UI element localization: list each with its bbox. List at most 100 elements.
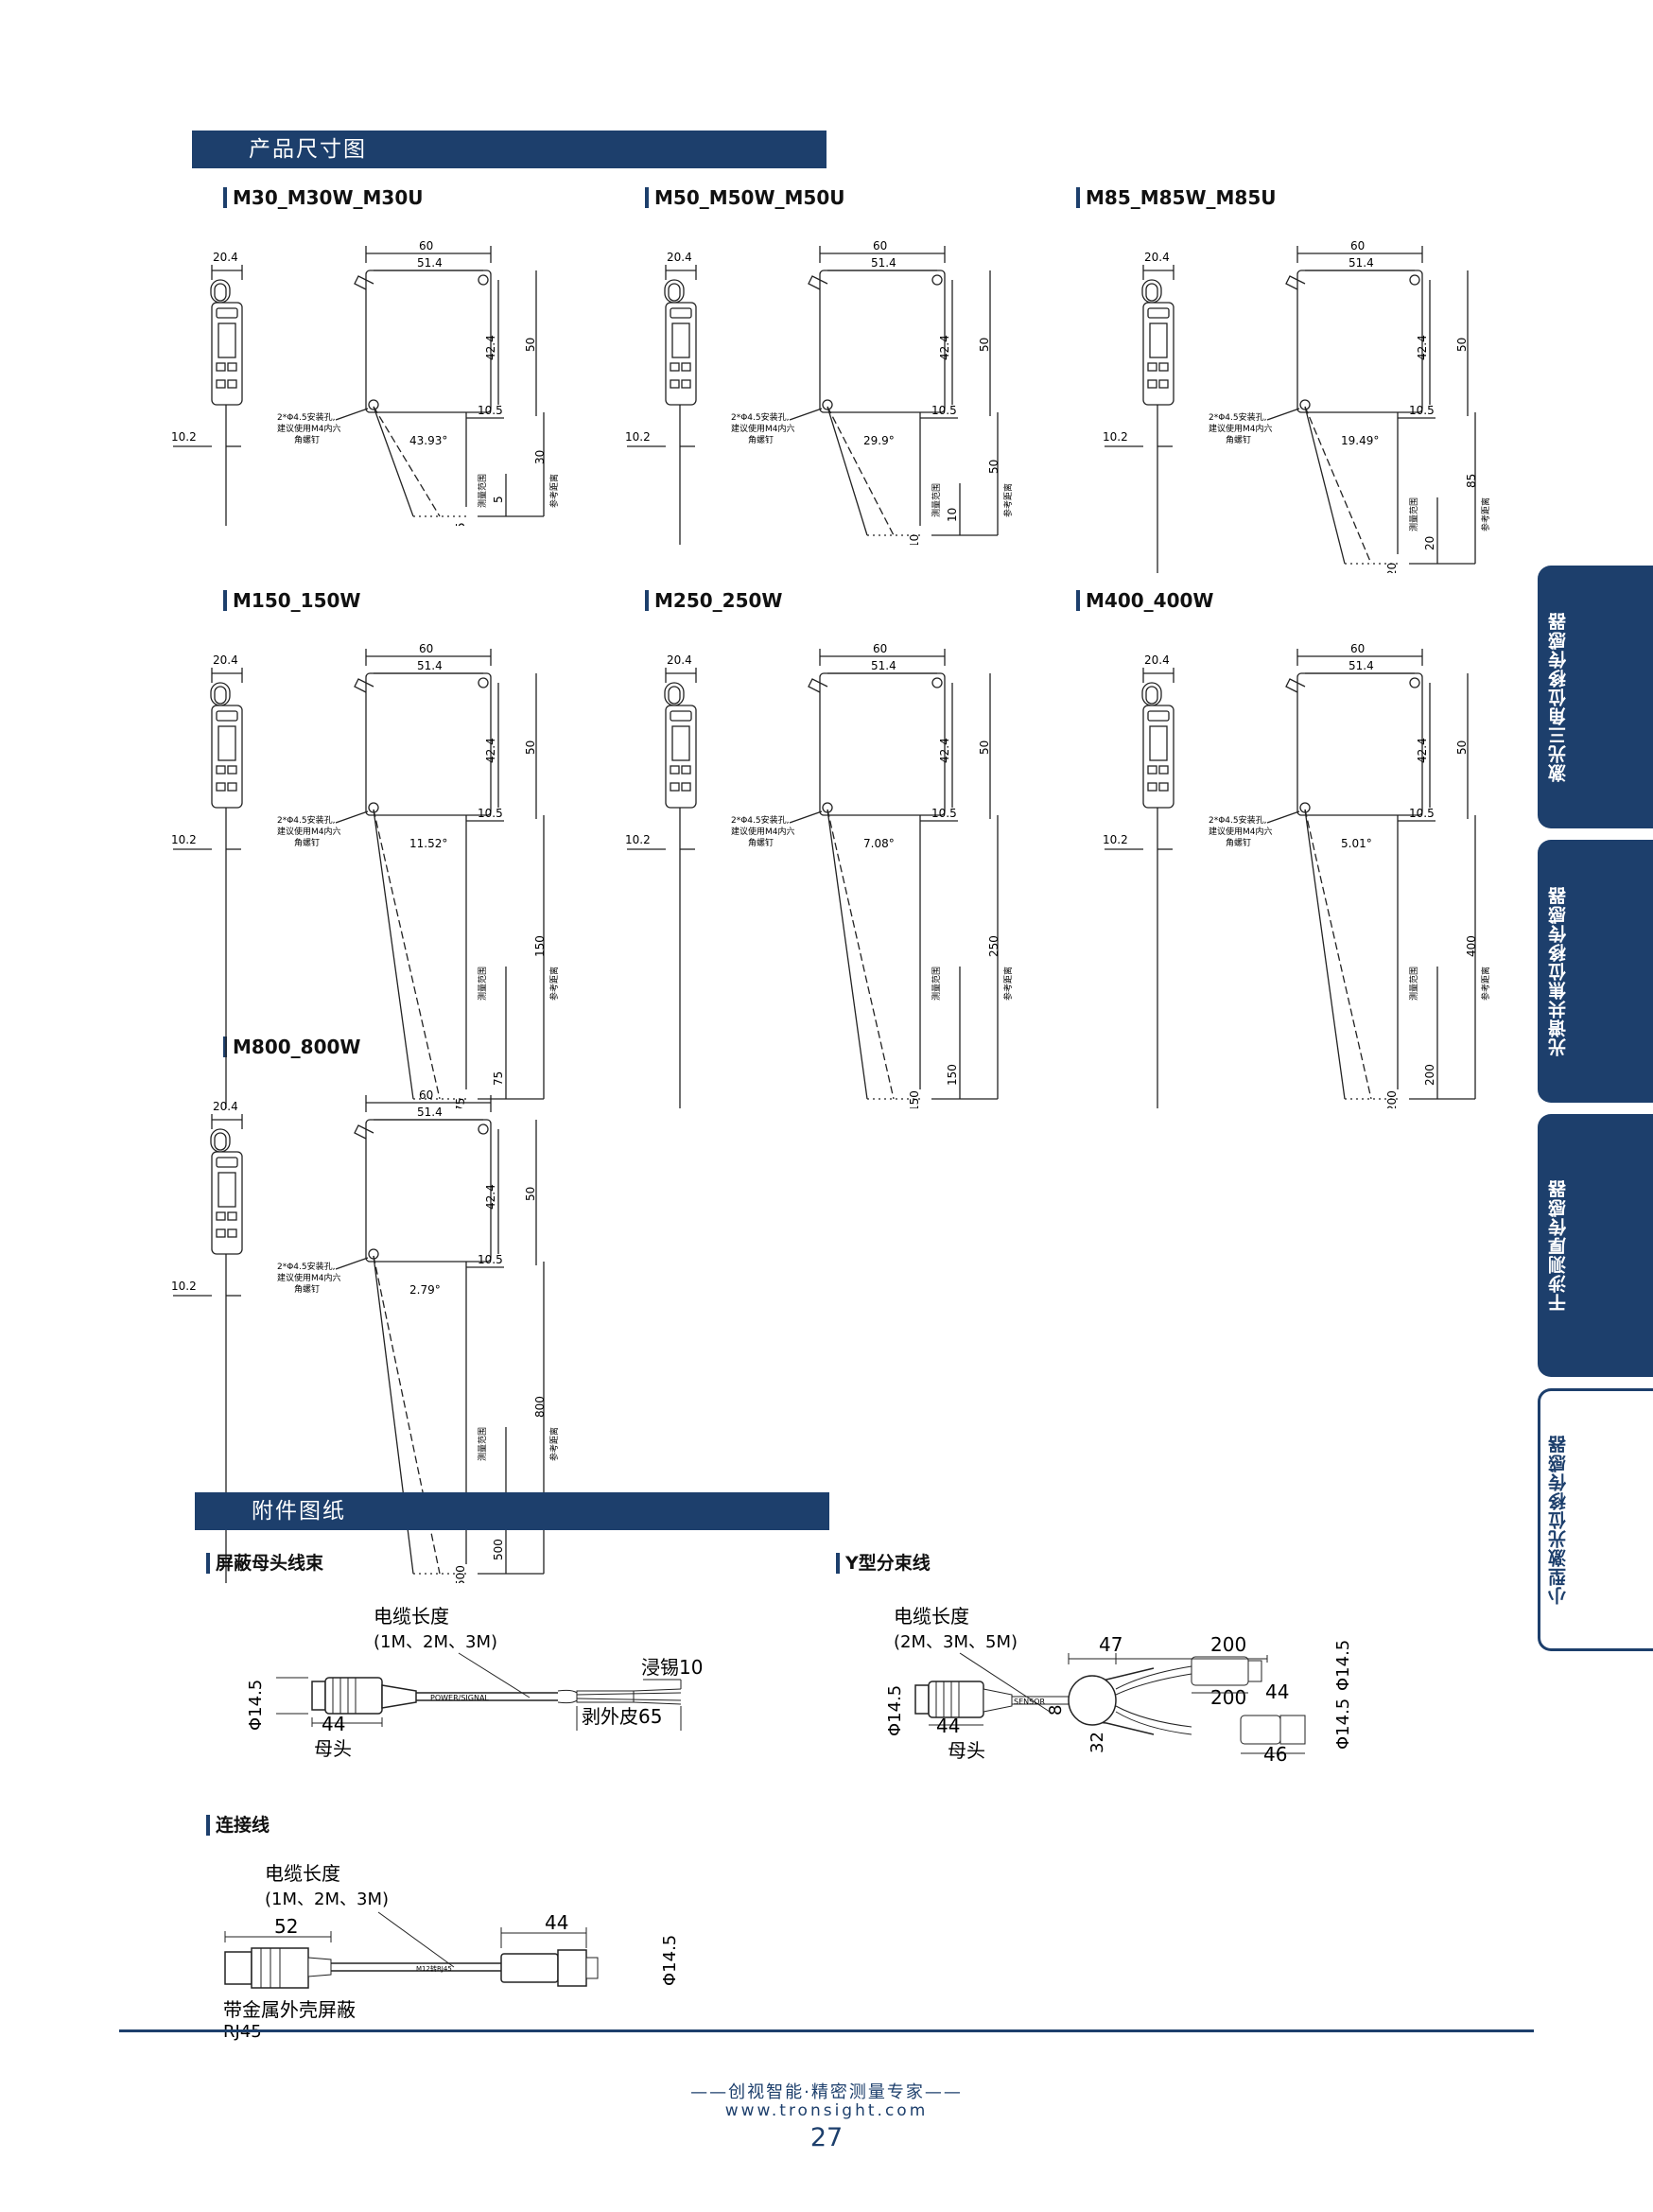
dim-controller-offset: 10.2 <box>171 1280 197 1293</box>
ref-distance-value: 50 <box>987 460 1000 474</box>
diameter-label-c: Φ14.5 <box>1333 1698 1353 1750</box>
range-top: 75 <box>492 1071 505 1086</box>
dim-controller-offset: 10.2 <box>171 833 197 846</box>
dim-body-width: 60 <box>1350 642 1365 655</box>
mount-note: 角螺钉 <box>294 434 320 445</box>
model-title: M30_M30W_M30U <box>223 187 424 208</box>
dim-44-main: 44 <box>936 1715 960 1737</box>
tab-laser-triangulation[interactable]: 激光三角位移传感器 <box>1538 566 1653 828</box>
mount-note: 建议使用M4内六 <box>731 826 795 837</box>
dim-controller-offset: 10.2 <box>1103 833 1128 846</box>
dim-controller-width: 20.4 <box>213 1100 238 1113</box>
mount-note: 建议使用M4内六 <box>277 826 341 837</box>
ref-distance-label: 参考距离 <box>548 1427 560 1461</box>
strip-label: 剥外皮65 <box>582 1705 662 1728</box>
beam-angle: 43.93° <box>409 434 447 447</box>
dim-body-width: 60 <box>419 642 433 655</box>
dim-hole-spacing: 51.4 <box>871 256 896 270</box>
dim-200-top: 200 <box>1210 1633 1246 1656</box>
mount-note: 建议使用M4内六 <box>1209 423 1273 434</box>
length-44: 44 <box>322 1713 345 1735</box>
beam-angle: 11.52° <box>409 837 447 850</box>
measure-range-label: 测量范围 <box>1408 967 1419 1001</box>
dim-body-height: 50 <box>1455 740 1469 755</box>
sensor-print: SENSOR <box>1014 1698 1045 1706</box>
dim-body-height: 50 <box>1455 338 1469 352</box>
mount-note: 2*Φ4.5安装孔, <box>277 814 335 826</box>
model-title: M150_150W <box>223 590 360 611</box>
dim-hole-spacing: 51.4 <box>417 1106 443 1119</box>
range-bottom: 200 <box>1385 1090 1399 1108</box>
ref-distance-label: 参考距离 <box>1480 497 1491 531</box>
dim-hole-spacing: 51.4 <box>417 659 443 672</box>
dim-controller-offset: 10.2 <box>1103 430 1128 444</box>
ref-distance-label: 参考距离 <box>1480 967 1491 1001</box>
dim-body-width: 60 <box>419 1089 433 1102</box>
dim-offset: 10.5 <box>478 404 503 417</box>
range-top: 20 <box>1423 536 1436 550</box>
model-title: M250_250W <box>645 590 782 611</box>
ref-distance-label: 参考距离 <box>1002 967 1014 1001</box>
range-top: 200 <box>1423 1064 1436 1086</box>
measure-range-label: 测量范围 <box>1408 497 1419 531</box>
footer-slogan: ——创视智能·精密测量专家—— <box>690 2082 963 2102</box>
dim-46: 46 <box>1263 1743 1287 1766</box>
dim-8: 8 <box>1046 1705 1066 1716</box>
dim-body-width: 60 <box>873 642 887 655</box>
measure-range-label: 测量范围 <box>477 474 488 508</box>
diameter-label: Φ14.5 <box>660 1935 680 1986</box>
mount-note: 角螺钉 <box>748 837 774 848</box>
dim-offset: 10.5 <box>478 1253 503 1266</box>
cable-length-options: (2M、3M、5M) <box>894 1632 1018 1652</box>
dim-body-width: 60 <box>873 239 887 253</box>
dim-52: 52 <box>274 1915 298 1938</box>
mount-note: 2*Φ4.5安装孔, <box>277 1261 335 1272</box>
dim-200-bottom: 200 <box>1210 1686 1246 1709</box>
diameter-label: Φ14.5 <box>246 1680 266 1731</box>
cable-length-label: 电缆长度 <box>265 1862 340 1885</box>
dim-body-height: 50 <box>978 338 991 352</box>
female-head-label: 母头 <box>314 1737 352 1760</box>
dim-controller-offset: 10.2 <box>171 430 197 444</box>
ref-distance-value: 30 <box>533 450 547 464</box>
range-top: 10 <box>946 508 959 522</box>
tab-interference-thickness[interactable]: 干涉测厚传感器 <box>1538 1114 1653 1377</box>
dim-hole-spacing: 51.4 <box>417 256 443 270</box>
cable-print: POWER/SIGNAL <box>430 1694 489 1702</box>
female-head-label: 母头 <box>948 1739 985 1762</box>
mount-note: 2*Φ4.5安装孔, <box>1209 814 1266 826</box>
mount-note: 角螺钉 <box>1226 837 1251 848</box>
dim-controller-width: 20.4 <box>213 653 238 667</box>
measure-range-label: 测量范围 <box>477 967 488 1001</box>
range-bottom: 150 <box>908 1090 921 1108</box>
tab-label: 干涉测厚传感器 <box>1548 1179 1569 1312</box>
dim-controller-width: 20.4 <box>667 251 692 264</box>
beam-angle: 19.49° <box>1341 434 1379 447</box>
subtitle-connector-cable: 连接线 <box>206 1815 270 1836</box>
range-top: 150 <box>946 1064 959 1086</box>
dim-hole-height: 42.4 <box>1416 738 1429 763</box>
sensor-dimension-drawing: 20.4 10.2 60 51.4 42.4 50 10.5 2*Φ4.5安装孔… <box>171 239 560 526</box>
mount-note: 角螺钉 <box>1226 434 1251 445</box>
measure-range-label: 测量范围 <box>931 483 942 517</box>
tab-mini-laser-displacement[interactable]: 小型激光位移传感器 <box>1538 1388 1653 1651</box>
ref-distance-label: 参考距离 <box>1002 483 1014 517</box>
dim-offset: 10.5 <box>931 404 957 417</box>
diameter-label: Φ14.5 <box>885 1685 905 1736</box>
dim-body-width: 60 <box>1350 239 1365 253</box>
sensor-dimension-drawing: 20.4 10.2 60 51.4 42.4 50 10.5 2*Φ4.5安装孔… <box>171 642 560 1108</box>
model-title: M400_400W <box>1076 590 1213 611</box>
beam-angle: 7.08° <box>863 837 895 850</box>
sensor-dimension-drawing: 20.4 10.2 60 51.4 42.4 50 10.5 2*Φ4.5安装孔… <box>1103 239 1491 573</box>
dim-controller-width: 20.4 <box>1144 251 1170 264</box>
tab-spectral-confocal[interactable]: 光谱共焦位移传感器 <box>1538 840 1653 1103</box>
mount-note: 2*Φ4.5安装孔, <box>1209 411 1266 423</box>
cable-length-label: 电缆长度 <box>894 1605 969 1628</box>
shield-label: 带金属外壳屏蔽 <box>223 1998 356 2021</box>
ref-distance-value: 85 <box>1465 474 1478 488</box>
range-bottom: 20 <box>1385 563 1399 573</box>
dim-hole-height: 42.4 <box>938 335 951 360</box>
dim-offset: 10.5 <box>478 807 503 820</box>
dim-32: 32 <box>1088 1732 1107 1753</box>
tab-label: 光谱共焦位移传感器 <box>1548 886 1569 1056</box>
